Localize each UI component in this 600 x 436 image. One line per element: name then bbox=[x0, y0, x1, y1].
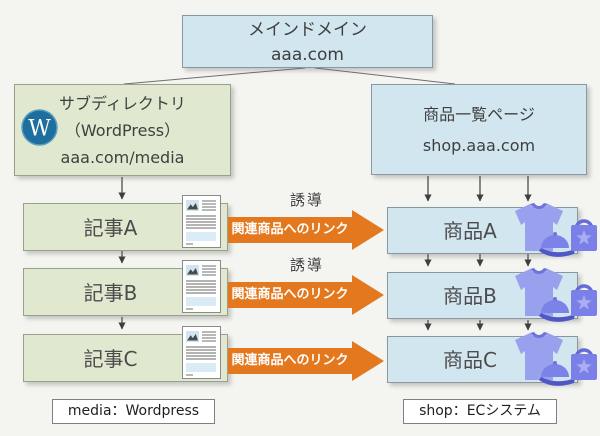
subdirectory-platform: （WordPress） bbox=[64, 121, 181, 140]
product-box-b: 商品B bbox=[387, 268, 599, 324]
article-box-a: 記事A bbox=[23, 195, 228, 251]
main-domain-box: メインドメイン aaa.com bbox=[182, 15, 433, 68]
products-merchandise-icon bbox=[513, 332, 599, 388]
related-link-arrow-a: 誘導 関連商品へのリンク bbox=[228, 190, 386, 250]
article-label: 記事C bbox=[83, 347, 138, 371]
shop-list-box: 商品一覧ページ shop.aaa.com bbox=[371, 84, 587, 175]
shop-list-title: 商品一覧ページ bbox=[423, 105, 535, 124]
related-link-arrow-b: 誘導 関連商品へのリンク bbox=[228, 255, 386, 315]
article-box-b: 記事B bbox=[23, 260, 228, 316]
arrow-label: 関連商品へのリンク bbox=[228, 217, 352, 243]
article-label: 記事B bbox=[83, 281, 138, 305]
subdirectory-url: aaa.com/media bbox=[60, 148, 185, 167]
subdirectory-box: W サブディレクトリ （WordPress） aaa.com/media bbox=[14, 84, 231, 176]
shop-system-label: shop：ECシステム bbox=[403, 399, 557, 424]
arrow-head bbox=[352, 275, 384, 315]
arrow-caption: 誘導 bbox=[289, 191, 324, 209]
product-label: 商品A bbox=[443, 219, 497, 243]
arrow-label: 関連商品へのリンク bbox=[228, 348, 352, 374]
article-document-icon bbox=[182, 195, 221, 248]
subdirectory-title: サブディレクトリ bbox=[59, 94, 186, 113]
arrow-head bbox=[352, 210, 384, 250]
product-box-c: 商品C bbox=[387, 332, 599, 388]
article-label: 記事A bbox=[83, 216, 138, 240]
related-link-arrow-c: 関連商品へのリンク bbox=[228, 321, 386, 381]
product-label: 商品B bbox=[443, 284, 497, 308]
product-box-a: 商品A bbox=[387, 203, 599, 259]
article-document-icon bbox=[182, 260, 221, 313]
wordpress-logo-icon: W bbox=[21, 109, 58, 146]
flow-down-arrows bbox=[118, 176, 532, 331]
arrow-caption: 誘導 bbox=[289, 256, 324, 274]
domain-branch-lines bbox=[123, 67, 456, 85]
arrow-shape: 関連商品へのリンク bbox=[228, 341, 386, 381]
arrow-label: 関連商品へのリンク bbox=[228, 282, 352, 308]
products-merchandise-icon bbox=[513, 268, 599, 324]
arrow-shape: 関連商品へのリンク bbox=[228, 210, 386, 250]
wordpress-w-glyph: W bbox=[28, 117, 51, 142]
arrow-caption bbox=[228, 321, 386, 341]
arrow-shape: 関連商品へのリンク bbox=[228, 275, 386, 315]
arrow-head bbox=[352, 341, 384, 381]
article-box-c: 記事C bbox=[23, 326, 228, 382]
shop-list-url: shop.aaa.com bbox=[422, 136, 536, 155]
main-domain-url: aaa.com bbox=[271, 45, 344, 65]
article-document-icon bbox=[182, 326, 221, 379]
products-merchandise-icon bbox=[513, 203, 599, 259]
product-label: 商品C bbox=[443, 348, 497, 372]
main-domain-title: メインドメイン bbox=[248, 20, 367, 40]
media-system-label: media：Wordpress bbox=[52, 399, 215, 424]
